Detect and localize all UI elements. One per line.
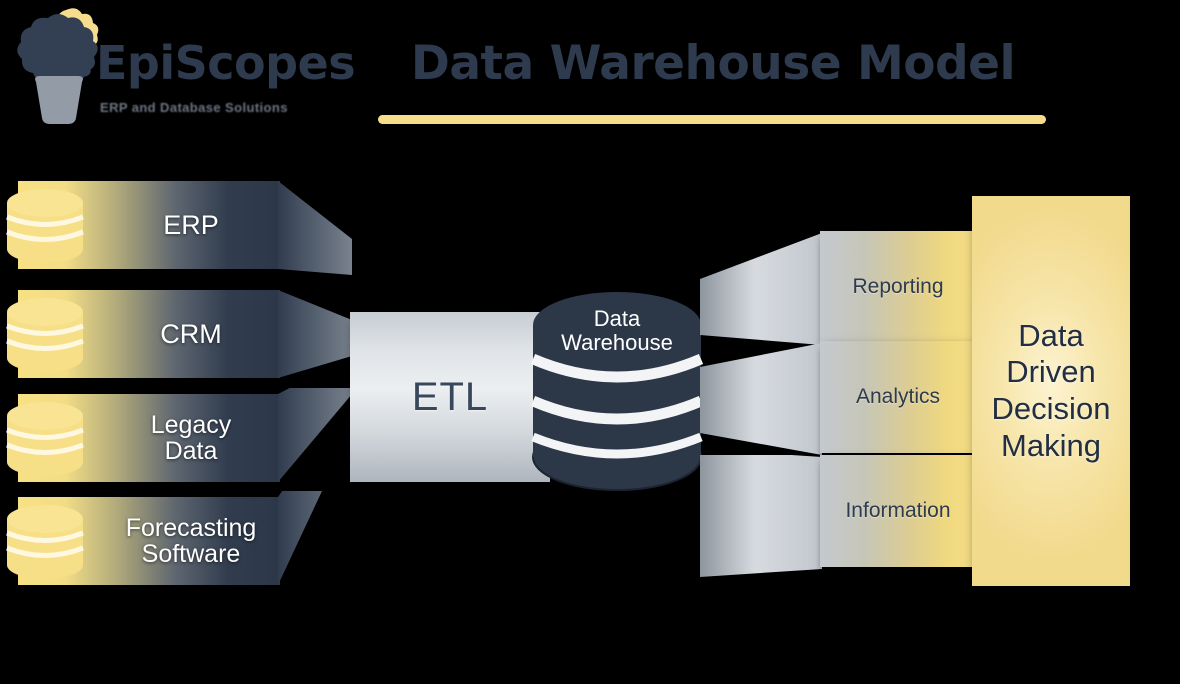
final-outcome-panel[interactable]: Data Driven Decision Making [972,196,1130,586]
final-outcome-label: Data Driven Decision Making [991,317,1111,463]
source-label: ERP [163,209,219,240]
output-box-analytics[interactable]: Analytics [820,341,976,453]
header: EpiScopes ERP and Database Solutions Dat… [0,0,1180,150]
source-connector-crm [278,290,352,378]
output-label: Analytics [855,385,941,408]
source-label: Forecasting Software [125,513,257,568]
etl-box[interactable]: ETL [350,312,550,482]
database-cylinder-icon [6,402,84,476]
output-connector-reporting [700,233,822,345]
data-warehouse[interactable]: Data Warehouse [527,285,707,497]
page-title: Data Warehouse Model [410,36,1016,91]
output-label: Reporting [852,275,944,298]
output-connector-information [700,455,822,577]
title-underline [378,115,1046,124]
database-cylinder-icon [530,292,704,491]
source-label: CRM [160,318,222,349]
database-cylinder-icon [6,298,84,372]
brand-tagline: ERP and Database Solutions [100,100,288,115]
output-box-reporting[interactable]: Reporting [820,231,976,343]
output-label: Information [845,499,951,522]
output-box-information[interactable]: Information [820,455,976,567]
potted-plant-icon [17,8,99,124]
etl-label: ETL [411,374,489,419]
database-cylinder-icon [6,505,84,579]
output-connector-analytics [700,343,822,455]
source-connector-forecasting-software [278,491,323,585]
source-connector-erp [278,181,352,275]
brand-name: EpiScopes [96,36,356,90]
database-cylinder-icon [6,189,84,263]
source-label: Legacy Data [150,410,232,465]
source-connector-legacy-data [278,388,352,482]
